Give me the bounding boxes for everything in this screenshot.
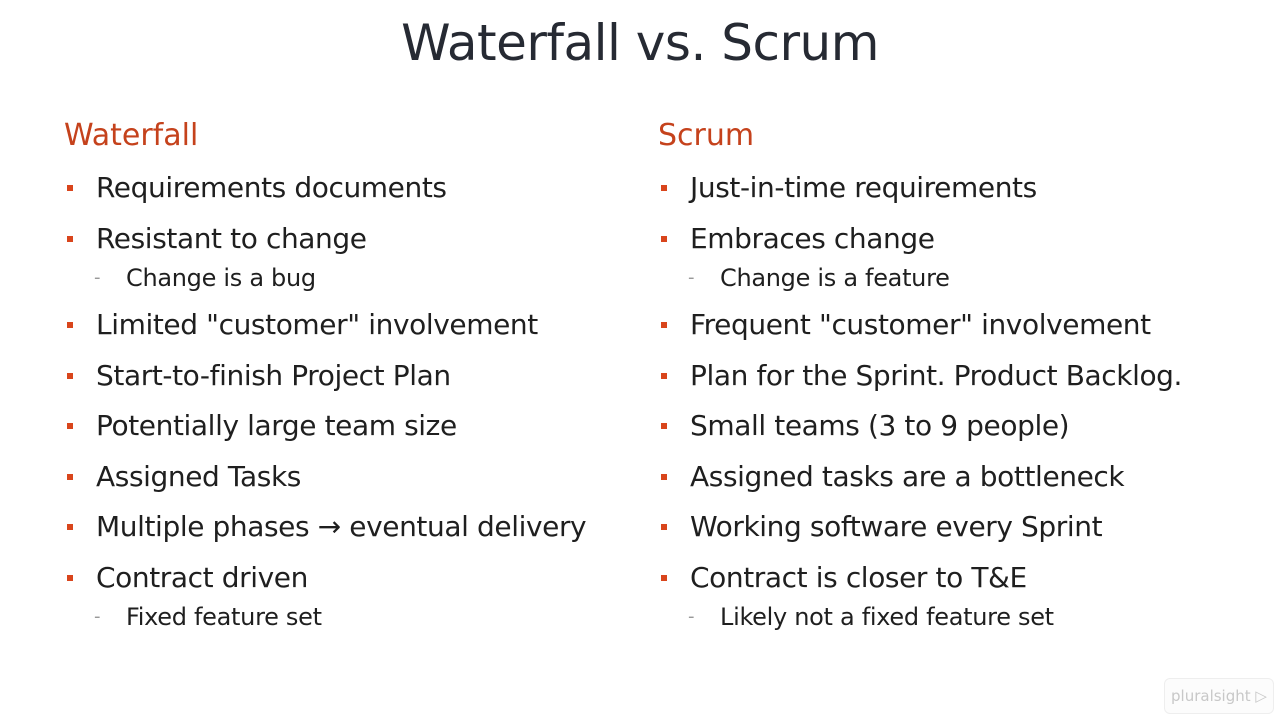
bullet-icon: [67, 372, 73, 379]
bullet-icon: [661, 423, 667, 429]
dash-icon: -: [94, 267, 101, 288]
list-item: Small teams (3 to 9 people): [658, 408, 1258, 444]
scrum-column: Scrum Just-in-time requirements Embraces…: [658, 118, 1258, 646]
list-item: Multiple phases → eventual delivery: [64, 509, 644, 545]
bullet-icon: [67, 524, 73, 530]
bullet-icon: [67, 574, 73, 581]
list-item: Frequent "customer" involvement: [658, 307, 1258, 343]
sub-item: -Change is a feature: [688, 264, 950, 292]
bullet-icon: [67, 322, 73, 328]
bullet-icon: [67, 473, 73, 480]
list-item: Start-to-finish Project Plan: [64, 358, 644, 394]
sub-item: -Change is a bug: [94, 264, 316, 292]
play-icon: ▷: [1255, 687, 1267, 705]
list-item: Assigned tasks are a bottleneck: [658, 459, 1258, 495]
list-item: Contract driven: [64, 560, 644, 596]
dash-icon: -: [94, 606, 101, 627]
bullet-icon: [661, 574, 667, 581]
dash-icon: -: [688, 267, 695, 288]
bullet-icon: [661, 185, 667, 191]
column-heading: Waterfall: [64, 118, 199, 153]
sub-item: -Fixed feature set: [94, 603, 322, 631]
list-item: Limited "customer" involvement: [64, 307, 644, 343]
column-heading: Scrum: [658, 118, 755, 153]
waterfall-column: Waterfall Requirements documents Resista…: [64, 118, 644, 646]
bullet-icon: [661, 473, 667, 480]
pluralsight-watermark: pluralsight ▷: [1164, 678, 1274, 714]
bullet-icon: [67, 423, 73, 429]
list-item: Plan for the Sprint. Product Backlog.: [658, 358, 1258, 394]
bullet-icon: [67, 185, 73, 191]
bullet-icon: [67, 235, 73, 242]
list-item: Requirements documents: [64, 170, 644, 206]
list-item: Just-in-time requirements: [658, 170, 1258, 206]
list-item: Potentially large team size: [64, 408, 644, 444]
list-item: Assigned Tasks: [64, 459, 644, 495]
dash-icon: -: [688, 606, 695, 627]
bullet-icon: [661, 372, 667, 379]
sub-item: -Likely not a fixed feature set: [688, 603, 1054, 631]
list-item: Resistant to change: [64, 221, 644, 257]
list-item: Contract is closer to T&E: [658, 560, 1258, 596]
bullet-icon: [661, 524, 667, 530]
list-item: Working software every Sprint: [658, 509, 1258, 545]
bullet-icon: [661, 235, 667, 242]
slide-title: Waterfall vs. Scrum: [401, 14, 879, 72]
bullet-icon: [661, 322, 667, 328]
list-item: Embraces change: [658, 221, 1258, 257]
